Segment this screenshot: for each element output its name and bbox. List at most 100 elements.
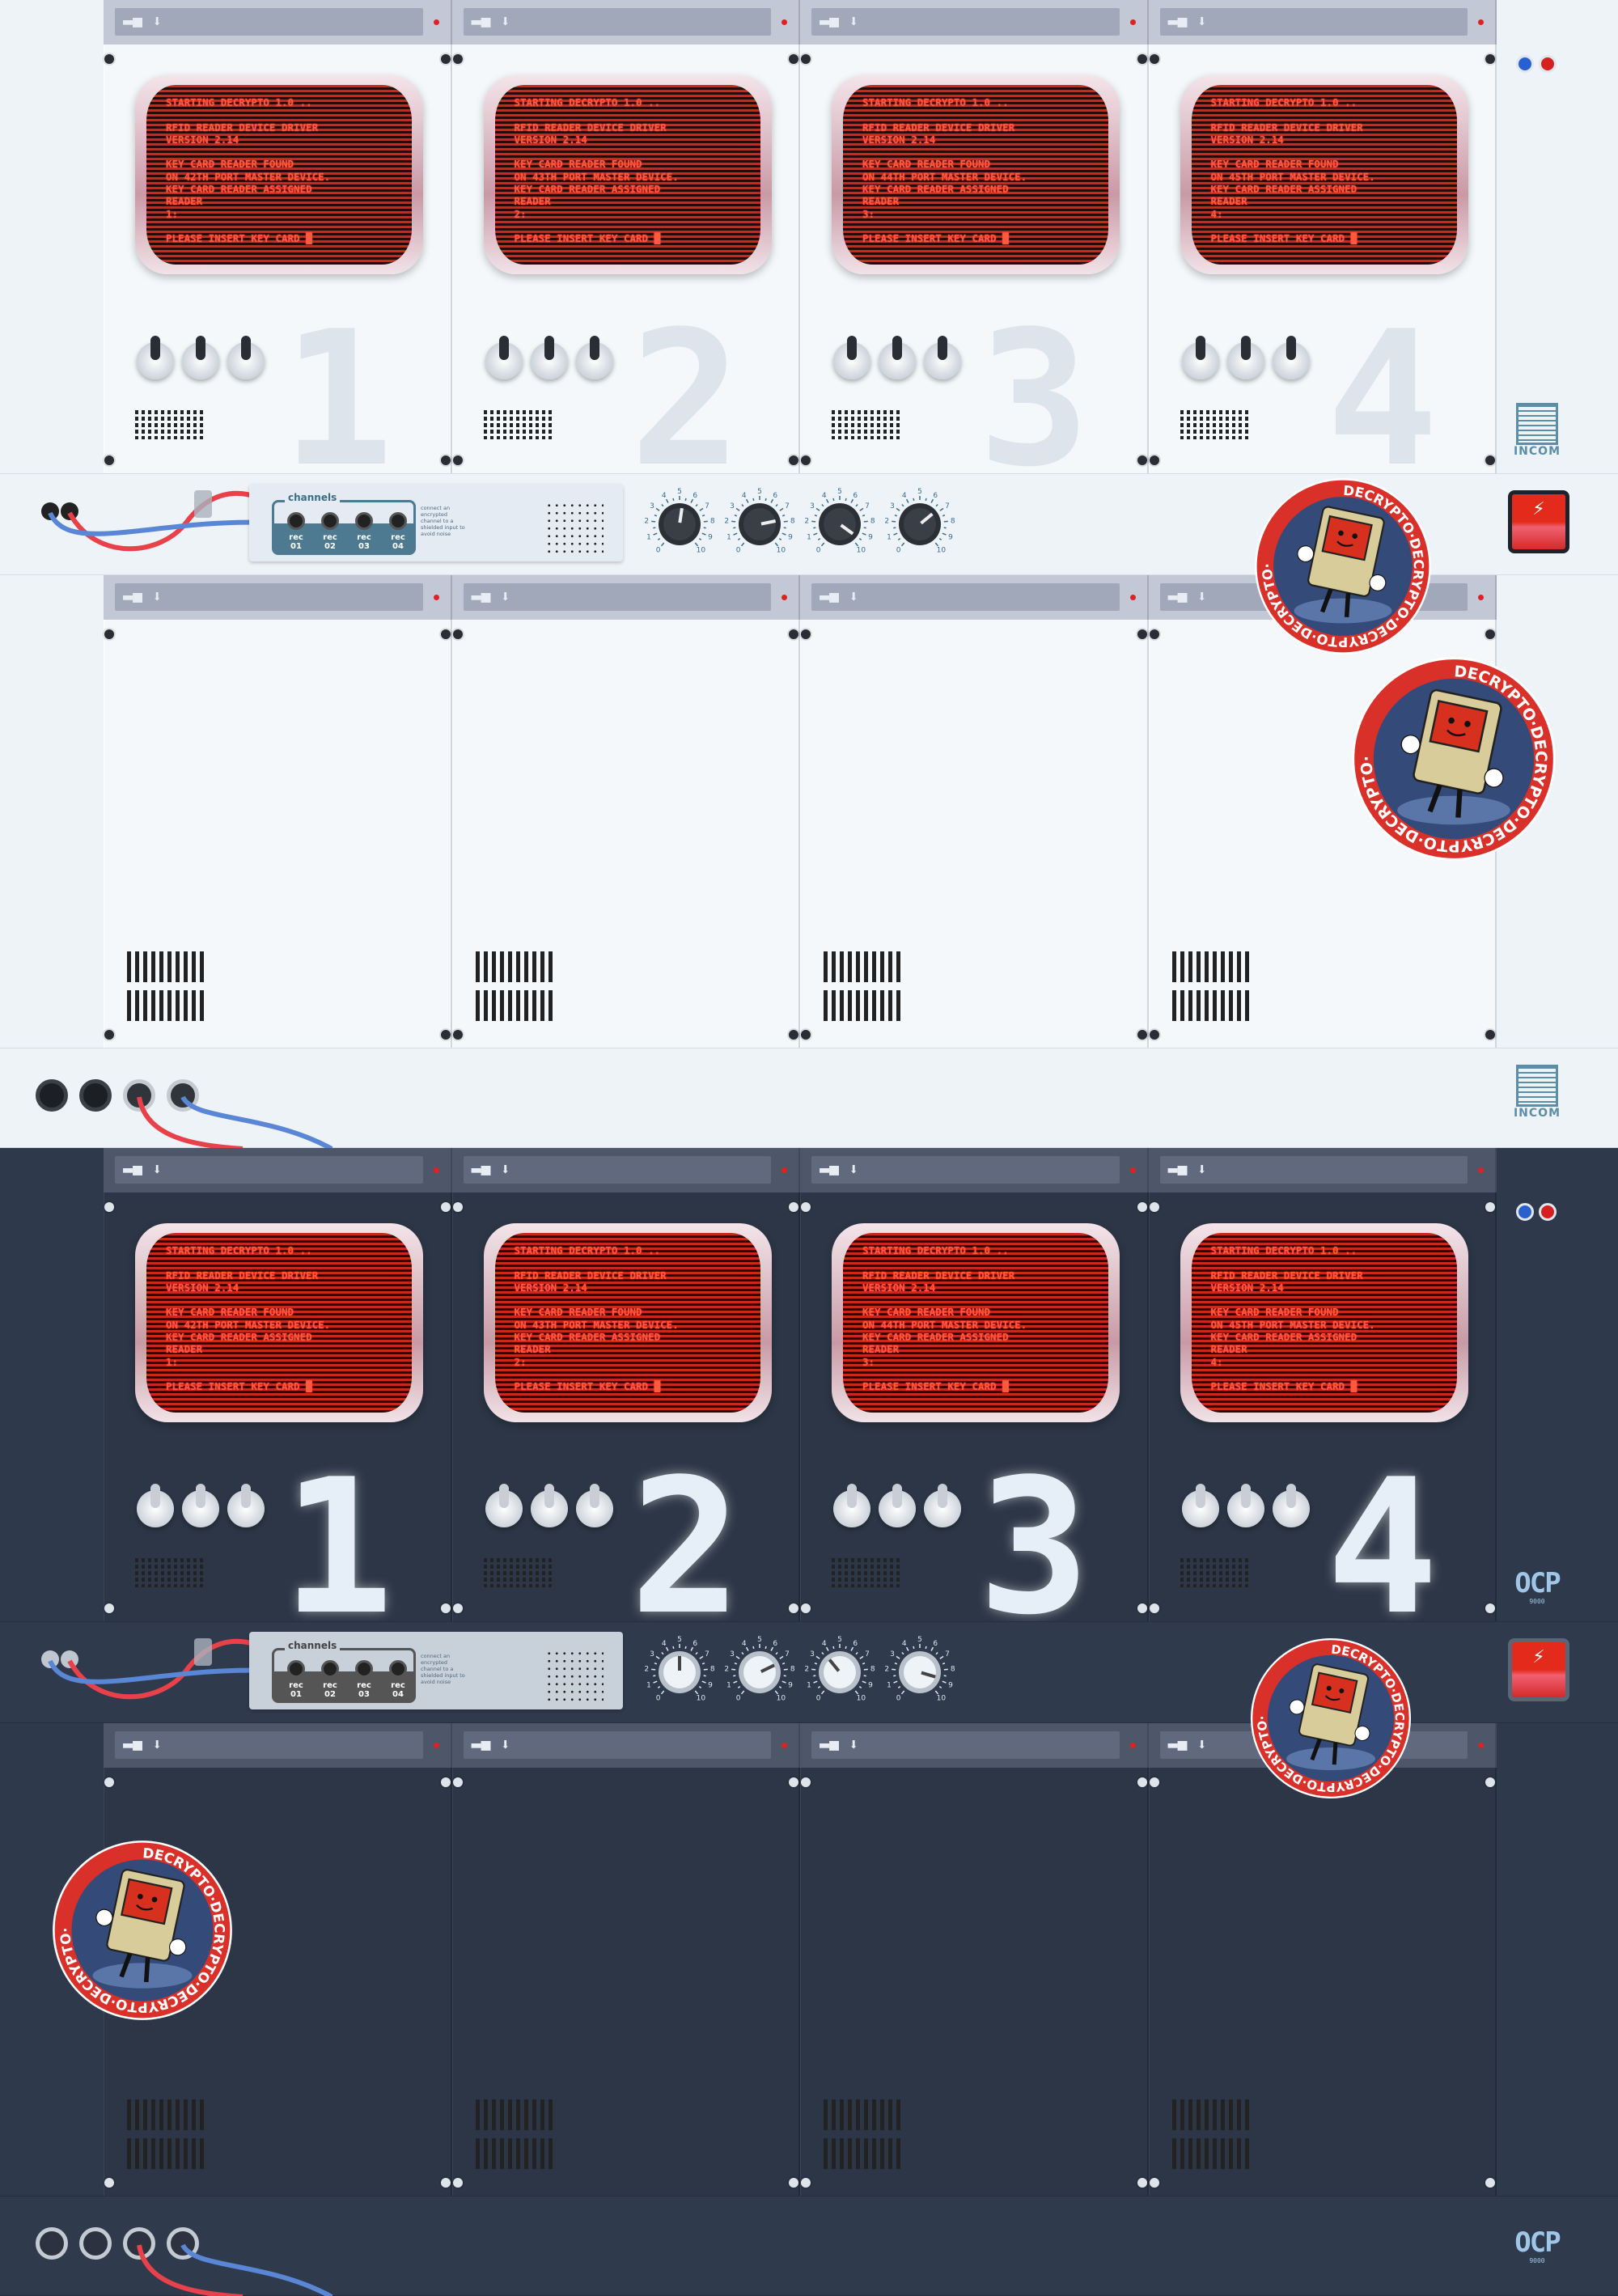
screen-line: VERSION 2.14 xyxy=(166,1281,239,1294)
screen-line xyxy=(862,220,1089,232)
screen-line: RFID READER DEVICE DRIVER xyxy=(1210,121,1363,133)
arrow-down-icon: ⬇ xyxy=(1197,1735,1207,1754)
screw xyxy=(1485,1030,1495,1040)
lower-modules xyxy=(104,620,1497,1048)
knob-scale-label: 4 xyxy=(662,1640,667,1648)
toggle-switch[interactable] xyxy=(1272,336,1310,379)
screw xyxy=(440,1030,451,1040)
channel-input-jack[interactable] xyxy=(355,1660,373,1678)
key-card-slot[interactable]: ▬■ ⬇ xyxy=(1149,1148,1497,1192)
toggle-switch[interactable] xyxy=(1181,336,1219,379)
key-card-slot[interactable]: ▬■ ⬇ xyxy=(800,1723,1149,1768)
key-card-slot[interactable]: ▬■ ⬇ xyxy=(452,1723,800,1768)
slot-led xyxy=(433,595,439,600)
toggle-switch[interactable] xyxy=(485,336,523,379)
toggle-switch[interactable] xyxy=(182,1484,219,1527)
toggle-switch[interactable] xyxy=(575,336,613,379)
toggle-switch[interactable] xyxy=(182,336,219,379)
knob-scale-label: 9 xyxy=(708,1681,713,1689)
toggle-switch[interactable] xyxy=(924,1484,961,1527)
toggle-switch[interactable] xyxy=(575,1484,613,1527)
screen-line: READER xyxy=(862,1343,900,1356)
key-card-slot[interactable]: ▬■ ⬇ xyxy=(104,575,452,620)
blank-module xyxy=(451,1768,800,2196)
toggle-switch[interactable] xyxy=(485,1484,523,1527)
screen-line: VERSION 2.14 xyxy=(166,133,239,146)
toggle-switch[interactable] xyxy=(1226,1484,1264,1527)
key-card-slot[interactable]: ▬■ ⬇ xyxy=(800,0,1149,44)
toggle-switch[interactable] xyxy=(1226,336,1264,379)
crt-screen: STARTING DECRYPTO 1.0 ..RFID READER DEVI… xyxy=(832,1223,1120,1422)
key-card-slot[interactable]: ▬■ ⬇ xyxy=(452,0,800,44)
screen-line: KEY CARD READER ASSIGNED xyxy=(514,183,661,196)
output-jack[interactable] xyxy=(79,2227,112,2260)
knob-scale-label: 8 xyxy=(951,518,955,526)
channel-input-jack[interactable] xyxy=(287,1660,305,1678)
screen-line: STARTING DECRYPTO 1.0 .. xyxy=(1210,1244,1358,1256)
key-icon: ▬■ ⬇ xyxy=(123,1159,163,1179)
slot-led xyxy=(1478,19,1484,25)
key-icon: ▬■ ⬇ xyxy=(471,1735,510,1754)
channel-input-jack[interactable] xyxy=(287,512,305,530)
power-button[interactable]: ⚡ xyxy=(1508,1638,1569,1701)
toggle-switch[interactable] xyxy=(833,1484,870,1527)
toggle-switch[interactable] xyxy=(924,336,961,379)
toggle-switch[interactable] xyxy=(137,1484,174,1527)
key-card-slot[interactable]: ▬■ ⬇ xyxy=(800,1148,1149,1192)
toggle-switch[interactable] xyxy=(227,1484,265,1527)
screen-line: STARTING DECRYPTO 1.0 .. xyxy=(514,96,661,108)
knob-scale-label: 5 xyxy=(757,1636,762,1644)
toggle-switch[interactable] xyxy=(530,336,568,379)
screw xyxy=(1485,455,1495,465)
key-card-slot[interactable]: ▬■ ⬇ xyxy=(104,0,452,44)
knob-scale-label: 5 xyxy=(677,1636,682,1644)
speaker-grille xyxy=(545,502,604,555)
key-card-slot[interactable]: ▬■ ⬇ xyxy=(452,575,800,620)
key-card-slot[interactable]: ▬■ ⬇ xyxy=(452,1148,800,1192)
knob-scale-label: 10 xyxy=(857,1694,866,1702)
arrow-down-icon: ⬇ xyxy=(849,1159,859,1179)
key-card-slot[interactable]: ▬■ ⬇ xyxy=(104,1723,452,1768)
knob-scale-label: 3 xyxy=(890,1650,895,1658)
screen-line: KEY CARD READER ASSIGNED xyxy=(166,1331,312,1344)
status-led-blue xyxy=(1516,55,1534,73)
screw xyxy=(1149,1777,1159,1787)
toggle-switch[interactable] xyxy=(879,1484,916,1527)
output-jack[interactable] xyxy=(36,1079,68,1112)
vent-grille xyxy=(127,951,205,1021)
channel-input-jack[interactable] xyxy=(389,512,407,530)
toggle-switch[interactable] xyxy=(1272,1484,1310,1527)
toggle-switch[interactable] xyxy=(530,1484,568,1527)
key-card-slot[interactable]: ▬■ ⬇ xyxy=(800,575,1149,620)
channel-input-jack[interactable] xyxy=(321,512,339,530)
screen-line: VERSION 2.14 xyxy=(514,1281,587,1294)
patch-cables xyxy=(137,2243,333,2296)
output-jack[interactable] xyxy=(167,2227,199,2260)
key-card-slot[interactable]: ▬■ ⬇ xyxy=(1149,0,1497,44)
screw xyxy=(789,2178,798,2188)
channel-input-jack[interactable] xyxy=(321,1660,339,1678)
toggle-switch[interactable] xyxy=(137,336,174,379)
channel-input-jack[interactable] xyxy=(389,1660,407,1678)
lower-modules xyxy=(104,1768,1497,2196)
key-card-slot[interactable]: ▬■ ⬇ xyxy=(104,1148,452,1192)
toggle-switch[interactable] xyxy=(1181,1484,1219,1527)
screw xyxy=(104,455,114,465)
channel-input-jack[interactable] xyxy=(355,512,373,530)
output-jack[interactable] xyxy=(79,1079,112,1112)
toggle-switch[interactable] xyxy=(879,336,916,379)
output-jack[interactable] xyxy=(36,2227,68,2260)
power-button[interactable]: ⚡ xyxy=(1508,490,1569,553)
toggle-switch[interactable] xyxy=(227,336,265,379)
vent-grille xyxy=(483,410,555,439)
toggle-switch[interactable] xyxy=(833,336,870,379)
screw xyxy=(1137,1030,1147,1040)
